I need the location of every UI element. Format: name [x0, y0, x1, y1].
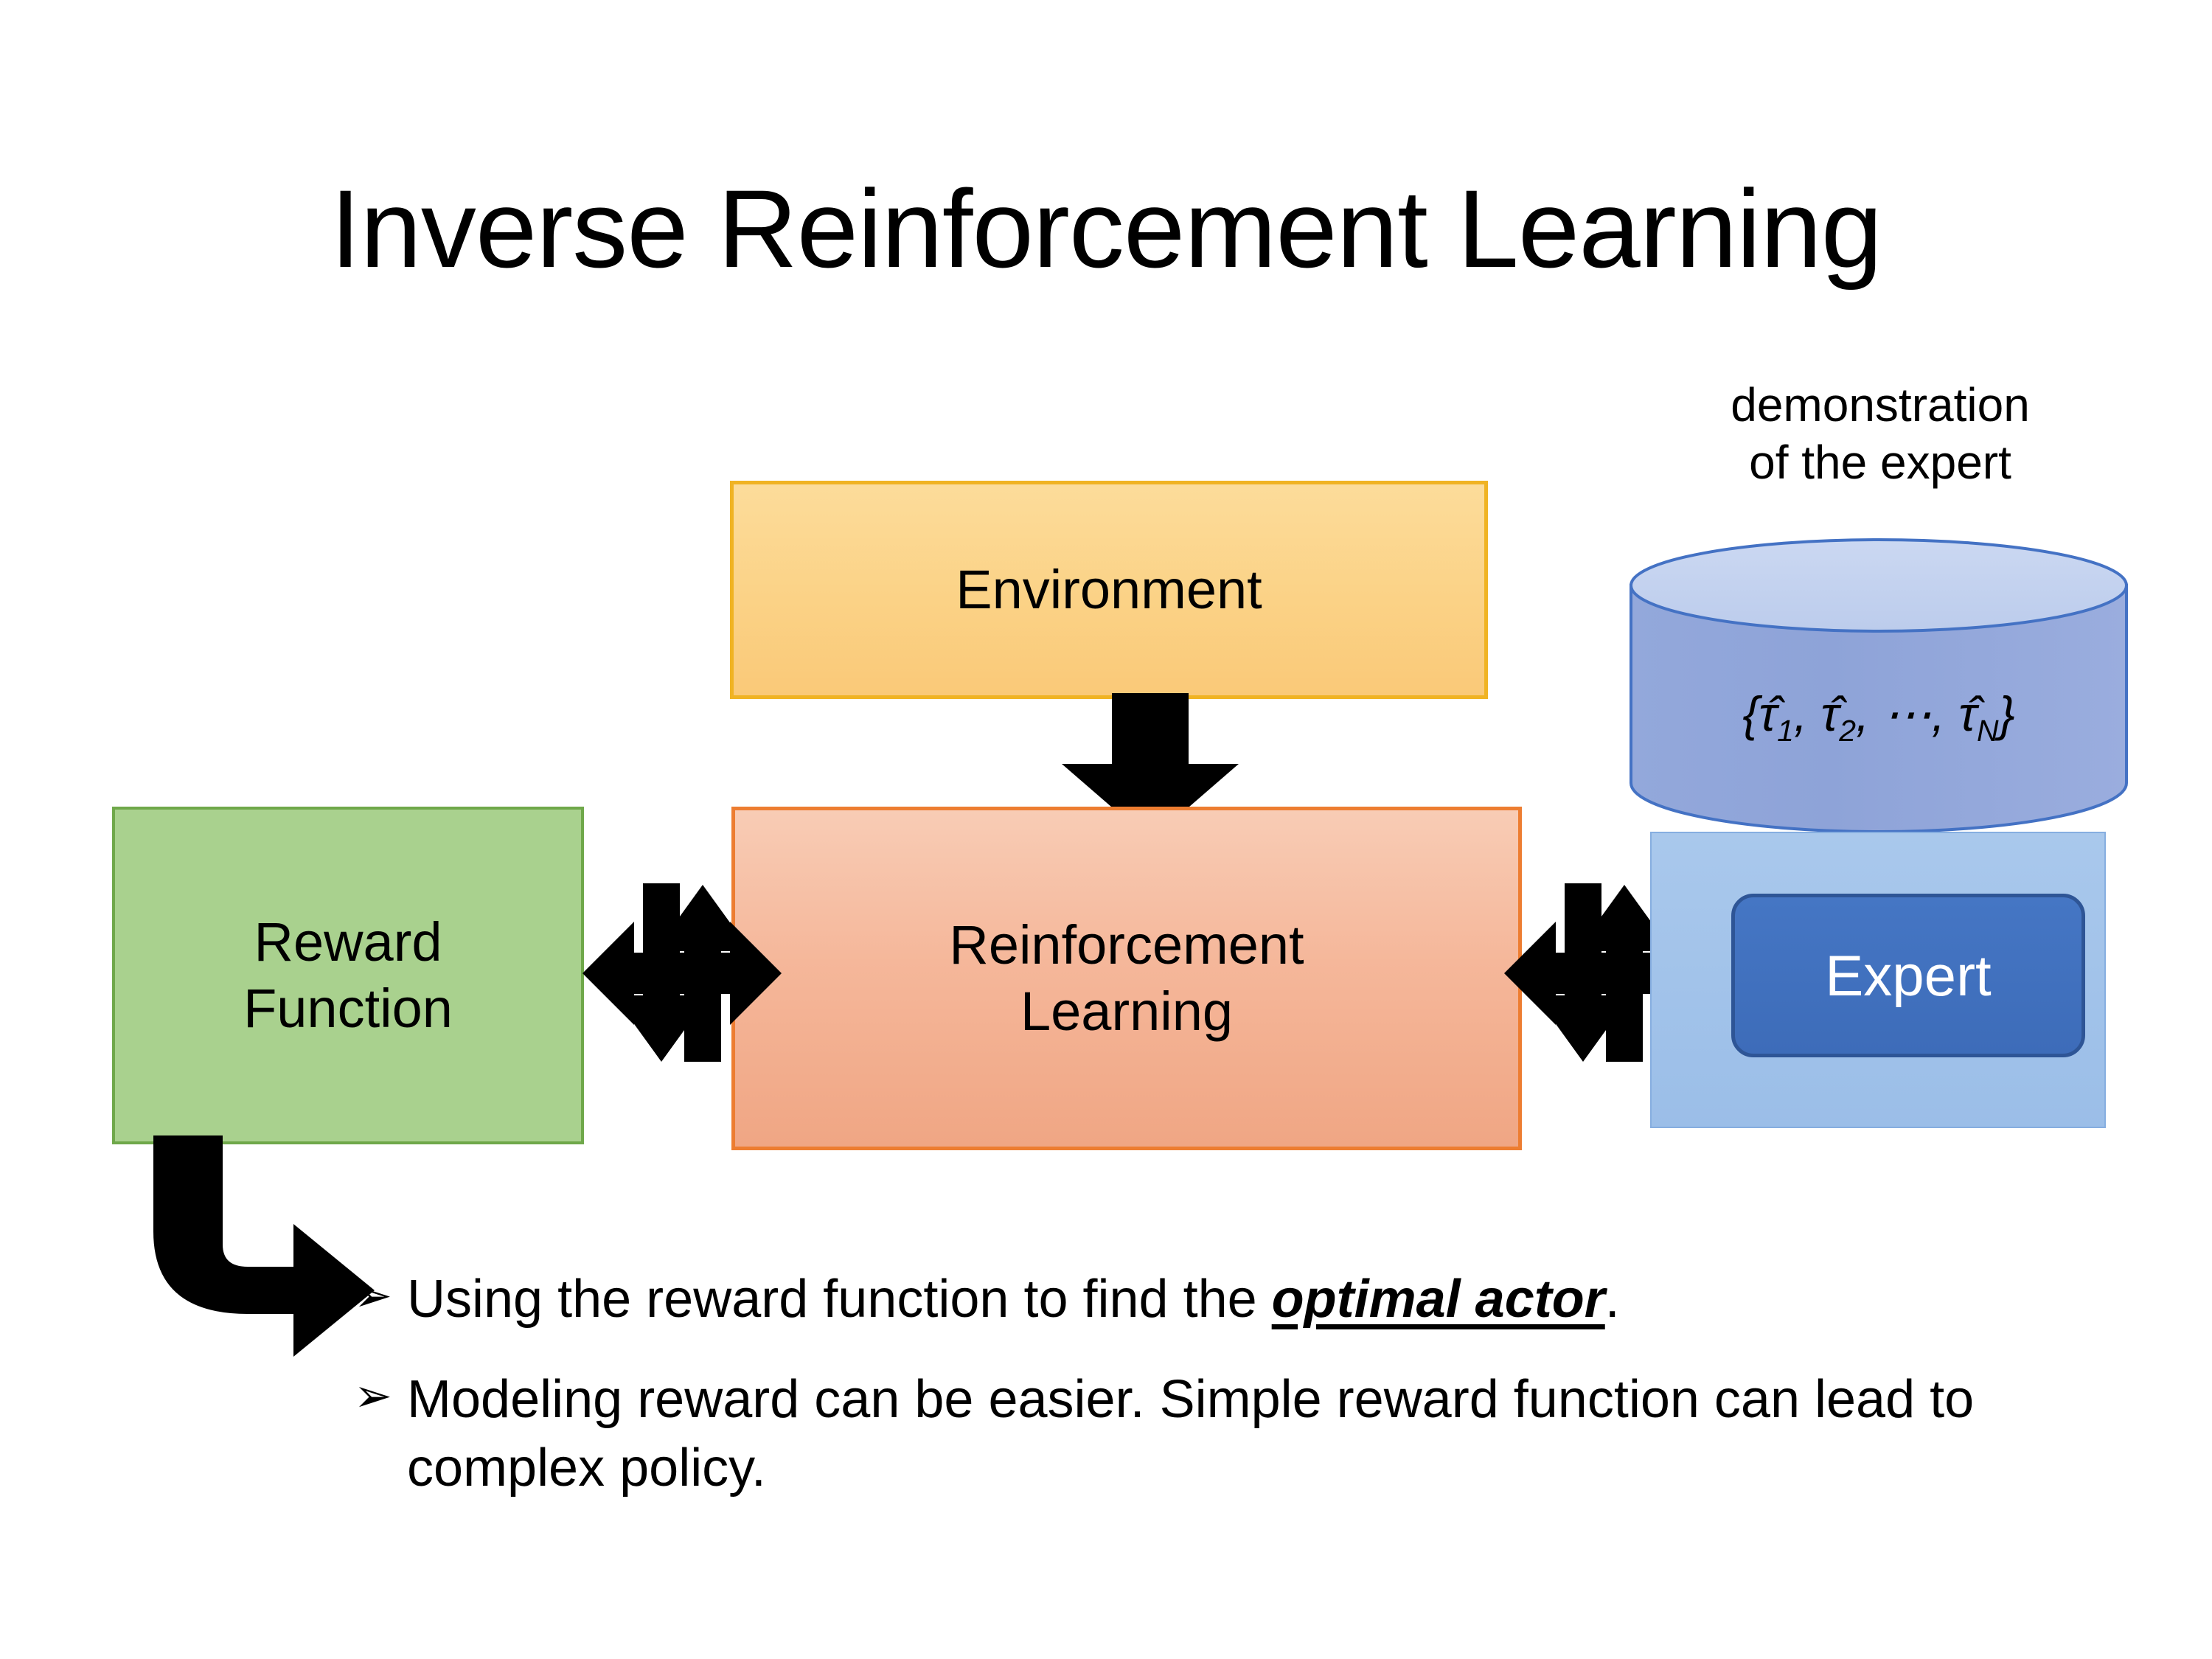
list-item: ➢ Using the reward function to find the … [354, 1265, 2124, 1335]
demonstration-caption: demonstration of the expert [1630, 376, 2131, 491]
bullet-text-2: Modeling reward can be easier. Simple re… [407, 1366, 2124, 1503]
reward-label-line2: Function [243, 978, 453, 1039]
brace-open: { [1742, 686, 1759, 741]
page-title: Inverse Reinforcement Learning [330, 167, 1883, 291]
bullet-text-1: Using the reward function to find the op… [407, 1265, 2124, 1335]
expert-button-label: Expert [1825, 942, 1992, 1008]
bullet-1-text-after: . [1604, 1270, 1620, 1329]
tau-1: τ̂ [1759, 686, 1778, 741]
reward-function-box[interactable]: Reward Function [112, 807, 584, 1144]
expert-button[interactable]: Expert [1731, 894, 2085, 1057]
environment-box[interactable]: Environment [730, 481, 1488, 699]
bullet-list: ➢ Using the reward function to find the … [354, 1265, 2124, 1534]
bullet-marker-icon: ➢ [354, 1370, 392, 1422]
bullet-2-text-before: Modeling reward can be easier. Simple re… [407, 1369, 1975, 1498]
tau-2: τ̂ [1820, 686, 1840, 741]
rl-label-line1: Reinforcement [949, 914, 1304, 975]
comma-1: , [1793, 686, 1821, 741]
bullet-marker-icon: ➢ [354, 1270, 392, 1321]
bullet-1-text-before: Using the reward function to find the [407, 1270, 1272, 1329]
ellipsis: ⋯ [1882, 686, 1932, 741]
bullet-1-emphasis: optimal actor [1271, 1270, 1605, 1329]
demonstration-caption-line1: demonstration [1731, 378, 2030, 431]
rl-label-line2: Learning [1020, 981, 1233, 1042]
tau-2-subscript: 2 [1839, 714, 1856, 748]
brace-close: } [1998, 686, 2015, 741]
environment-label: Environment [956, 558, 1262, 620]
reinforcement-learning-box[interactable]: Reinforcement Learning [731, 807, 1522, 1150]
bent-arrow-icon [153, 1135, 375, 1357]
tau-n-subscript: N [1977, 714, 1999, 748]
tau-n: τ̂ [1958, 686, 1978, 741]
reward-label-line1: Reward [254, 911, 442, 973]
database-cylinder-icon [1630, 538, 2128, 832]
down-arrow-icon [1062, 693, 1239, 841]
four-way-double-arrow-icon-left [582, 883, 782, 1062]
demonstration-caption-line2: of the expert [1749, 436, 2011, 490]
comma-3: , [1931, 686, 1959, 741]
trajectory-set-label: {τ̂1, τ̂2, ⋯, τ̂N} [1628, 686, 2129, 748]
comma-2: , [1855, 686, 1883, 741]
list-item: ➢ Modeling reward can be easier. Simple … [354, 1366, 2124, 1503]
tau-1-subscript: 1 [1777, 714, 1794, 748]
